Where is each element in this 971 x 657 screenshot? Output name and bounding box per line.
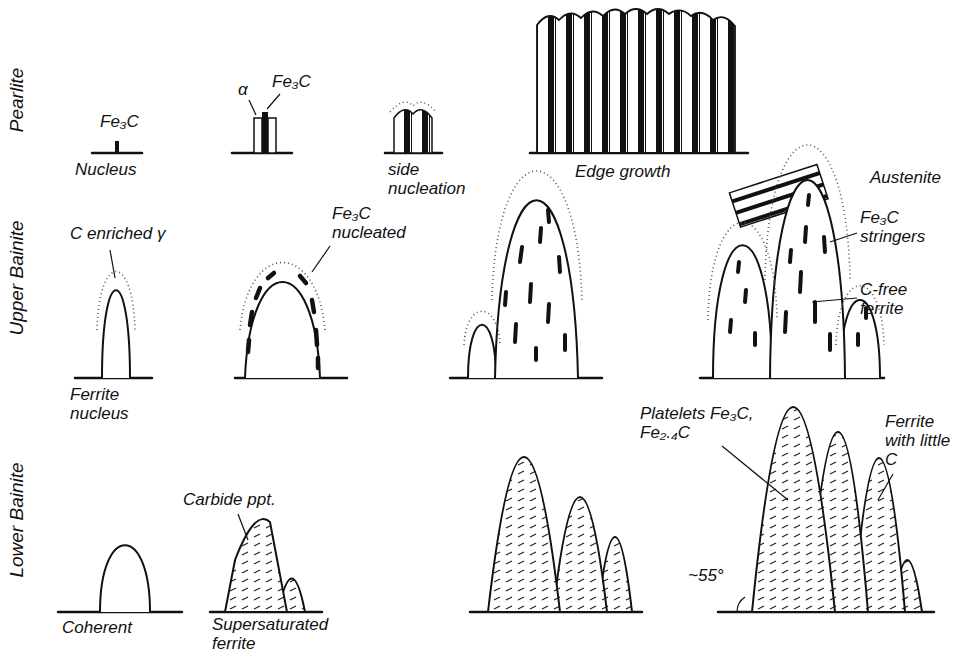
phase-label: Ferrite with little C — [885, 412, 965, 469]
stage-label: Supersaturated ferrite — [212, 615, 342, 653]
stage-label: Nucleus — [75, 160, 136, 179]
phase-label: Fe₃C stringers — [860, 208, 950, 246]
stage-label: side nucleation — [388, 160, 478, 198]
phase-label: Fe₃C — [100, 112, 139, 131]
stage-label: Edge growth — [575, 162, 670, 181]
phase-label: C-free ferrite — [860, 280, 950, 318]
stage-label: Coherent — [62, 618, 132, 637]
phase-label: Platelets Fe₃C, Fe₂.₄C — [640, 404, 770, 442]
angle-label: ~55° — [688, 566, 724, 585]
phase-label: Fe₃C — [272, 72, 311, 91]
phase-label: Fe₃C nucleated — [332, 204, 412, 242]
phase-label: C enriched γ — [70, 224, 165, 243]
row-label: Pearlite — [7, 68, 26, 132]
phase-label: Austenite — [870, 168, 941, 187]
stage-label: Ferrite nucleus — [70, 385, 150, 423]
phase-label: Carbide ppt. — [183, 490, 276, 509]
phase-label: α — [238, 80, 248, 99]
row-label: Upper Bainite — [7, 220, 26, 335]
row-label: Lower Bainite — [7, 462, 26, 577]
